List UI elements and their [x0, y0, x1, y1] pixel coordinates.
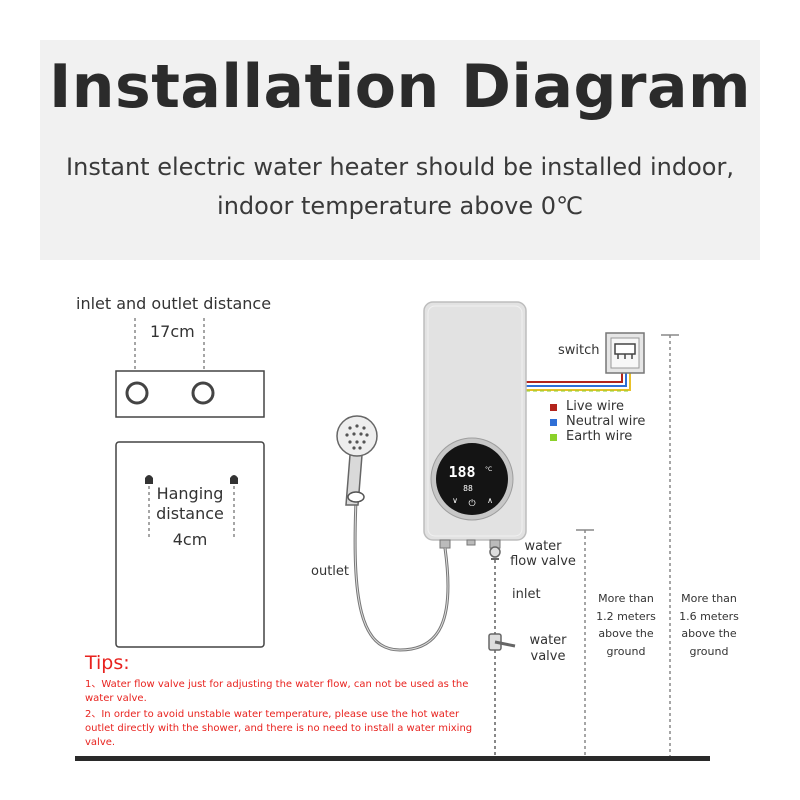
switch-label: switch: [558, 343, 600, 358]
subtitle-line-2: indoor temperature above 0℃: [217, 192, 583, 220]
shower-holder: [347, 491, 365, 503]
height-1-2m-line-2: 1.2 meters: [596, 609, 656, 623]
inlet-label: inlet: [512, 587, 541, 602]
live-wire: [526, 372, 623, 383]
hanging-plate: [115, 441, 265, 648]
height-1-2m-note: More than 1.2 meters above the ground: [591, 590, 661, 660]
dial-down-icon: ∨: [452, 496, 458, 505]
header-band: [40, 40, 760, 260]
svg-text:°C: °C: [485, 466, 492, 473]
tips-title: Tips:: [85, 652, 130, 674]
hanging-hook-right: [230, 475, 238, 484]
dial-up-icon: ∧: [487, 496, 493, 505]
outlet-fitting: [439, 539, 451, 549]
water-flow-valve-icon: [489, 546, 501, 558]
hanging-distance-value: 4cm: [172, 530, 208, 549]
water-valve-label-1: water: [529, 633, 567, 648]
hanging-distance-line-2: distance: [156, 504, 224, 523]
control-dial: [436, 443, 508, 515]
height-1-2m-line-4: ground: [606, 644, 646, 658]
height-1-6m-note: More than 1.6 meters above the ground: [674, 590, 744, 660]
earth-wire: [526, 372, 631, 391]
dial-power-icon: ⏻: [468, 498, 475, 509]
inlet-port: [191, 381, 215, 405]
flow-valve-label-2: flow valve: [510, 554, 576, 569]
outlet-label: outlet: [311, 564, 349, 579]
live-wire-label: Live wire: [566, 399, 624, 414]
height-1-2m-line-1: More than: [598, 592, 654, 605]
hanging-distance-line-1: Hanging: [156, 484, 224, 503]
height-1-6m-line-3: above the: [681, 627, 737, 640]
neutral-wire-swatch: [550, 419, 557, 426]
inlet-outlet-distance-label: inlet and outlet distance: [76, 294, 272, 313]
display-reading: 188: [448, 463, 475, 481]
earth-wire-label: Earth wire: [566, 429, 633, 444]
display-sub: 88: [463, 484, 473, 493]
switch-icon: [614, 343, 636, 355]
earth-wire-swatch: [550, 434, 557, 441]
inlet-outlet-distance-value: 17cm: [150, 322, 195, 341]
height-1-6m-line-1: More than: [681, 592, 737, 605]
outlet-port: [125, 381, 149, 405]
flow-valve-label-1: water: [524, 539, 562, 554]
water-valve-label-2: valve: [530, 649, 566, 664]
subtitle-line-1: Instant electric water heater should be …: [66, 153, 734, 181]
live-wire-swatch: [550, 404, 557, 411]
height-1-2m-line-3: above the: [598, 627, 654, 640]
tip-1: 1、Water flow valve just for adjusting th…: [85, 679, 469, 704]
neutral-wire: [526, 372, 627, 387]
shower-head-icon: [336, 415, 378, 457]
page-title: Installation Diagram: [48, 52, 752, 122]
ground-line: [75, 756, 710, 761]
tip-2: 2、In order to avoid unstable water tempe…: [85, 709, 473, 748]
height-1-6m-line-2: 1.6 meters: [679, 609, 739, 623]
hanging-hook-left: [145, 475, 153, 484]
height-1-6m-line-4: ground: [689, 644, 729, 658]
neutral-wire-label: Neutral wire: [566, 414, 646, 429]
